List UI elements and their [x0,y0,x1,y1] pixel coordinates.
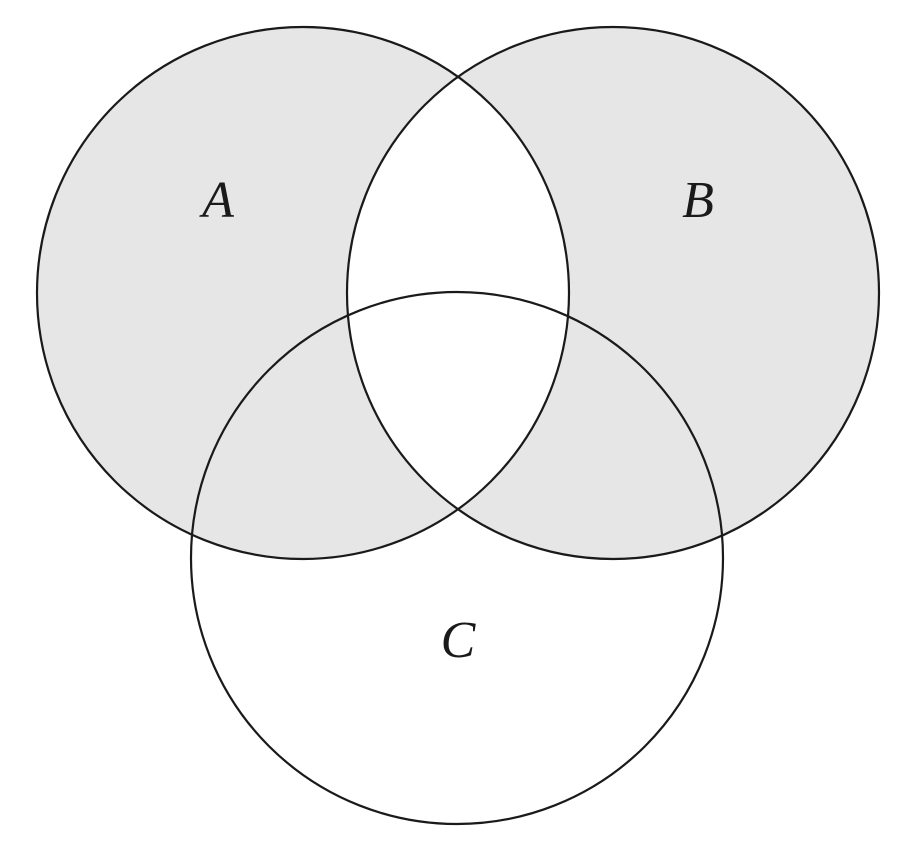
set-circle-a[interactable] [37,27,569,559]
set-circle-c[interactable] [191,292,723,824]
set-label-c: C [441,612,477,669]
set-circle-b[interactable] [347,27,879,559]
set-label-a: A [199,172,234,229]
set-label-b: B [682,172,714,229]
